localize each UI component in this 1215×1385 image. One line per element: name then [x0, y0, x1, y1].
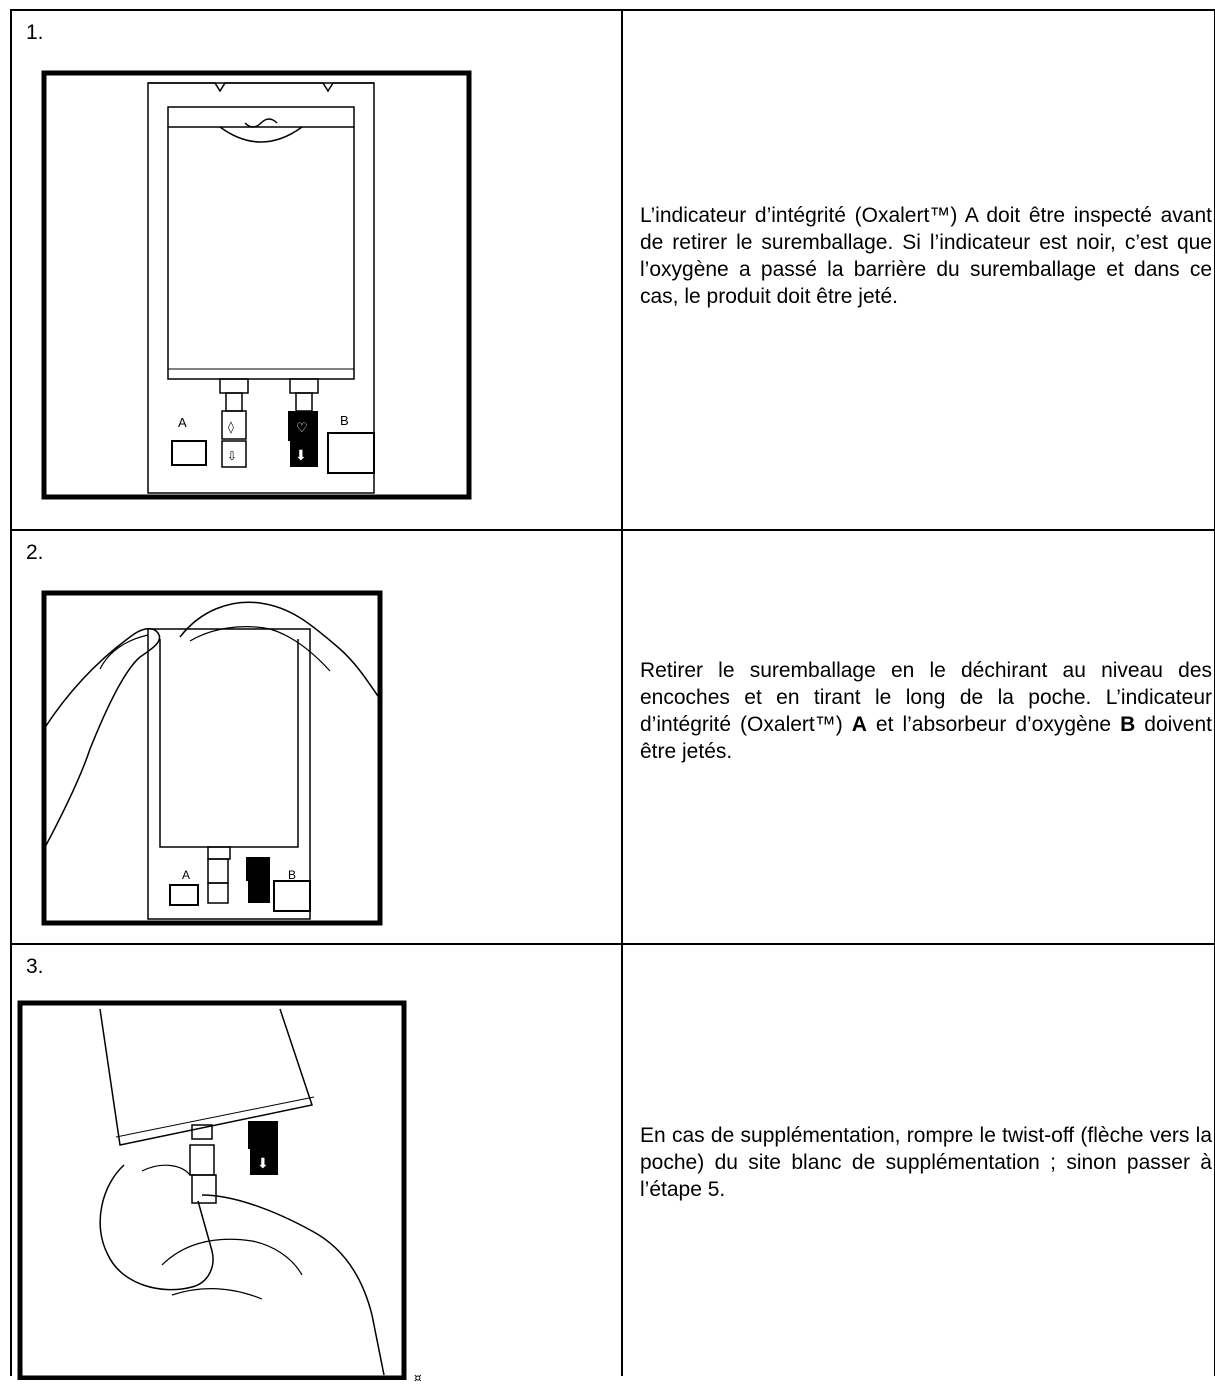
label-b: B: [1120, 713, 1136, 736]
end-mark: ¤: [414, 1371, 422, 1385]
instruction-table: 1. ◊ ⇩ ♡ ⬇ A B: [10, 9, 1215, 1385]
svg-text:A: A: [182, 868, 190, 882]
step-description: Retirer le suremballage en le déchirant …: [640, 659, 1212, 763]
step-3-illustration: ⬇: [17, 1000, 407, 1380]
step-description: En cas de supplémentation, rompre le twi…: [640, 1124, 1212, 1201]
step-number: 3.: [26, 955, 44, 978]
step-row-1: 1. ◊ ⇩ ♡ ⬇ A B: [12, 11, 1215, 531]
step-row-3: 3. ⬇ ¤ En cas de supplémentation, rompre…: [12, 945, 1215, 1385]
label-a: A: [851, 713, 867, 736]
svg-text:♡: ♡: [296, 421, 308, 436]
svg-text:B: B: [288, 868, 296, 882]
svg-text:⇩: ⇩: [227, 449, 237, 463]
step-2-illustration: A B: [41, 590, 383, 926]
step-number: 2.: [26, 541, 44, 564]
column-divider: [621, 11, 623, 1376]
step-row-2: 2. A B Retirer le suremballage en le déc…: [12, 531, 1215, 945]
step-number: 1.: [26, 21, 44, 44]
svg-text:B: B: [340, 413, 349, 428]
svg-text:◊: ◊: [228, 420, 234, 434]
svg-text:⬇: ⬇: [295, 448, 307, 464]
step-description: L’indicateur d’intégrité (Oxalert™) A do…: [640, 204, 1212, 308]
step-1-illustration: ◊ ⇩ ♡ ⬇ A B: [41, 70, 472, 500]
svg-text:A: A: [178, 415, 187, 430]
svg-text:⬇: ⬇: [257, 1156, 269, 1172]
